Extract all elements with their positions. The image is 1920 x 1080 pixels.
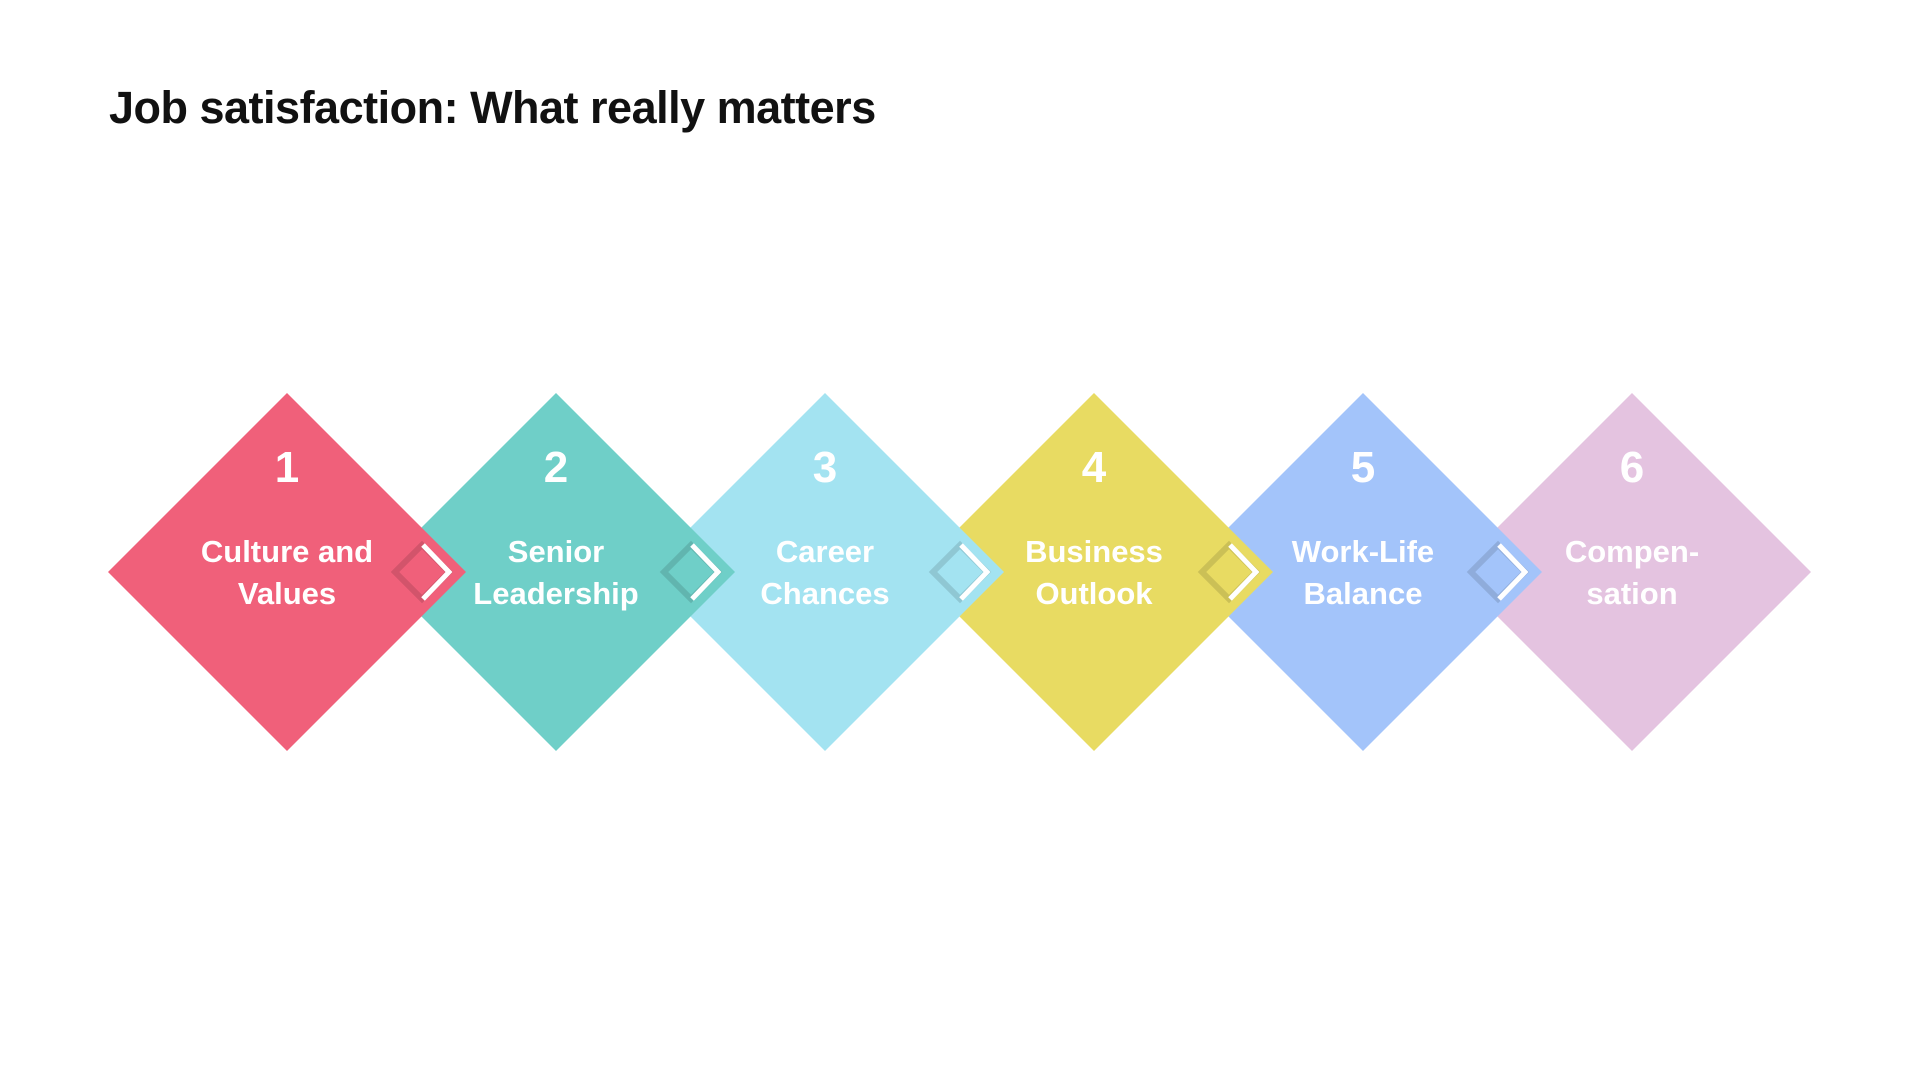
diamond-shape [1184, 393, 1542, 751]
step-label: Compen- [1565, 534, 1699, 569]
step-label: Balance [1304, 576, 1423, 611]
step-label: sation [1586, 576, 1677, 611]
step-label: Chances [760, 576, 889, 611]
step-label: Leadership [473, 576, 638, 611]
step-label: Values [238, 576, 336, 611]
step-label: Business [1025, 534, 1163, 569]
diamond-shape [646, 393, 1004, 751]
diamond-shape [108, 393, 466, 751]
diamond-shape [915, 393, 1273, 751]
step-number: 2 [544, 443, 568, 492]
step-label: Career [776, 534, 874, 569]
step-label: Outlook [1035, 576, 1153, 611]
page-title: Job satisfaction: What really matters [109, 82, 876, 133]
step-label: Work-Life [1292, 534, 1434, 569]
step-number: 6 [1620, 443, 1644, 492]
step-number: 5 [1351, 443, 1375, 492]
chevron-right-icon [1497, 543, 1529, 601]
step-label: Culture and [201, 534, 373, 569]
step-number: 4 [1082, 443, 1107, 492]
chevron-right-icon [959, 543, 991, 601]
chevron-right-icon [421, 543, 453, 601]
step-number: 3 [813, 443, 837, 492]
diamond-shape [377, 393, 735, 751]
chevron-right-icon [1228, 543, 1260, 601]
step-number: 1 [275, 443, 299, 492]
diamond-shape [1453, 393, 1811, 751]
chevron-right-icon [690, 543, 722, 601]
step-label: Senior [508, 534, 604, 569]
